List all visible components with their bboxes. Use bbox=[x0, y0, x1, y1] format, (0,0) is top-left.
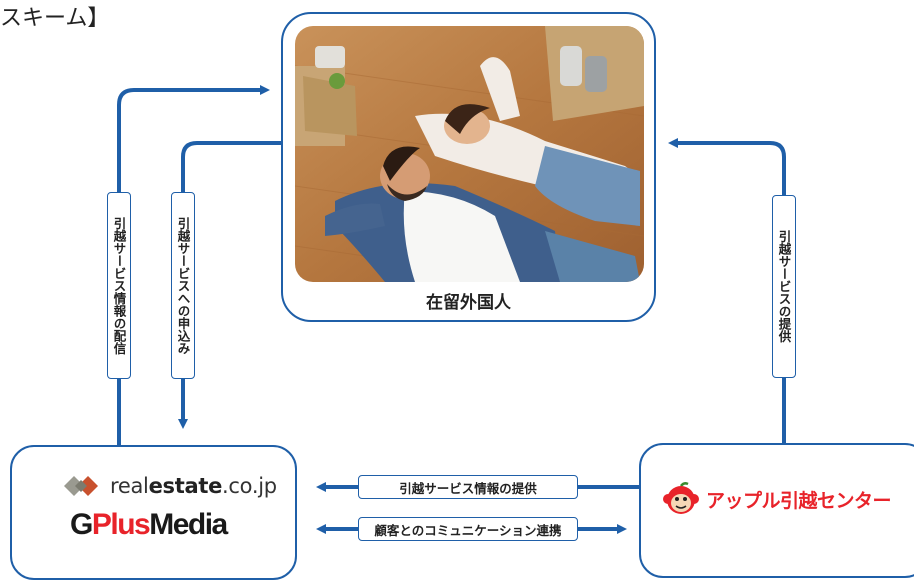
label-application: 引越サービスへの申込み bbox=[171, 192, 195, 379]
monkey-mascot-icon bbox=[663, 482, 699, 514]
diamond-mark-icon bbox=[64, 476, 98, 496]
label-provision: 引越サービスの提供 bbox=[772, 195, 796, 378]
resident-box: 在留外国人 bbox=[281, 12, 656, 322]
realestate-wordmark: realestate.co.jp bbox=[110, 474, 277, 498]
label-info-provision: 引越サービス情報の提供 bbox=[358, 475, 578, 499]
apple-moving-name: アップル引越センター bbox=[706, 489, 892, 512]
resident-label: 在留外国人 bbox=[426, 293, 511, 313]
gplusmedia-logo: GPlusMedia bbox=[70, 508, 228, 541]
page-heading: スキーム】 bbox=[0, 6, 110, 31]
couple-photo bbox=[295, 26, 644, 282]
apple-moving-logo: アップル引越センター bbox=[662, 482, 892, 516]
arrow-distribution bbox=[117, 85, 270, 445]
realestate-logo: realestate.co.jp bbox=[62, 468, 277, 504]
arrow-application bbox=[178, 141, 281, 429]
arrow-provision bbox=[668, 138, 786, 443]
label-distribution: 引越サービス情報の配信 bbox=[107, 192, 131, 379]
label-collaboration: 顧客とのコミュニケーション連携 bbox=[358, 517, 578, 541]
